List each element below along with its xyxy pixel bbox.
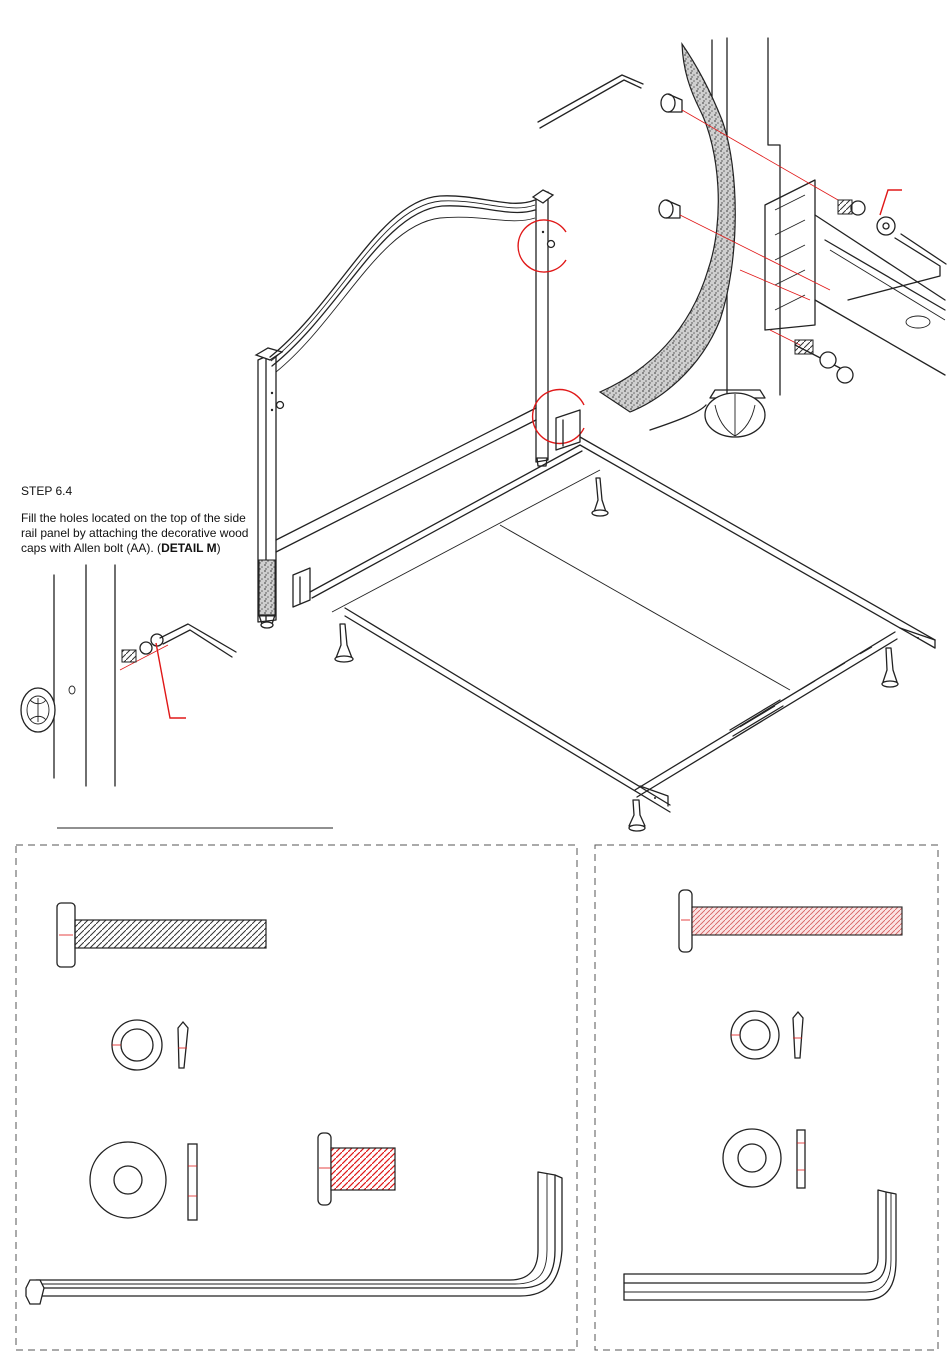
pink-bolt [679, 890, 902, 952]
lock-washer [112, 1020, 188, 1070]
bolt-assembly-top [838, 190, 946, 300]
detail-post-bracket [538, 38, 946, 437]
long-bolt [57, 903, 266, 967]
allen-key-small [624, 1190, 896, 1300]
post-fabric-wrap [259, 560, 275, 616]
detail-callout-circles [518, 220, 584, 444]
lock-washer-small [731, 1011, 803, 1059]
flat-washer [90, 1142, 197, 1220]
step-instructions: STEP 6.4 Fill the holes located on the t… [21, 483, 259, 556]
detail-m [21, 565, 236, 786]
short-bolt [318, 1133, 395, 1205]
hardware-box-right [595, 845, 938, 1350]
headboard [256, 190, 555, 628]
step-text-end: ) [217, 541, 221, 555]
bed-frame [293, 410, 935, 831]
step-title: STEP 6.4 [21, 483, 259, 499]
step-text: Fill the holes located on the top of the… [21, 511, 259, 556]
flat-washer-small [723, 1129, 805, 1188]
bolt-assembly-bottom [795, 340, 853, 383]
hardware-box-left [16, 845, 577, 1350]
step-text-detail-ref: DETAIL M [161, 541, 217, 555]
